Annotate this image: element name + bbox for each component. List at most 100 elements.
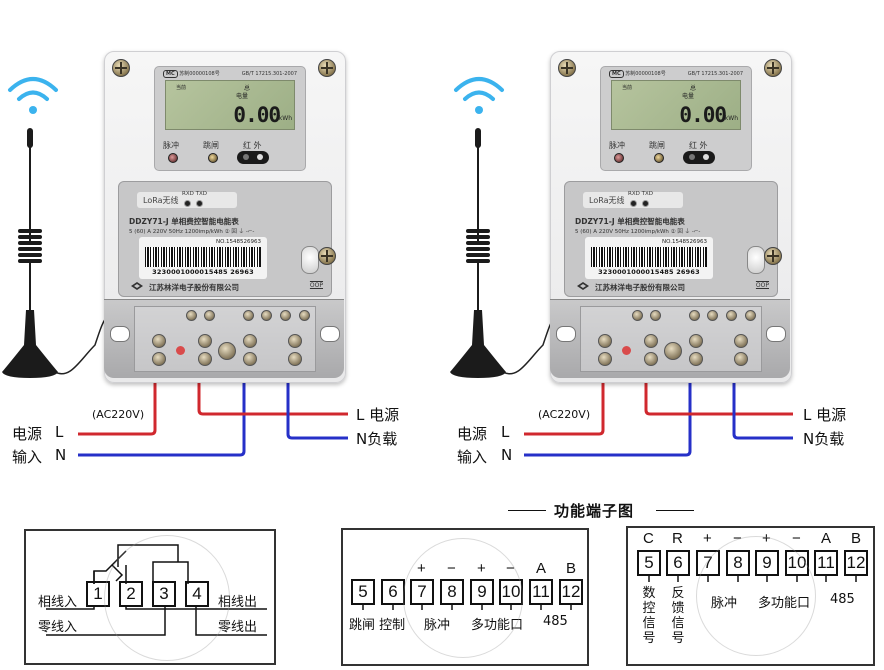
nameplate: LoRa无线 RXD TXD DDZY71-J 单相费控智能电能表 5 (60)… [118, 181, 332, 297]
neutral-in-wire [78, 383, 246, 457]
spec-label: 5 (60) A 220V 50Hz 1200imp/kWh ② 回 ⏚ -⌐- [129, 229, 255, 235]
terminal-block [550, 299, 790, 378]
meter-button[interactable] [747, 246, 765, 274]
rxd-led-icon [184, 200, 191, 207]
antenna-coil [18, 229, 42, 263]
terminal-screw-icon [707, 310, 718, 321]
terminal-screw-icon [632, 310, 643, 321]
mount-hole [556, 326, 576, 342]
terminal-screw-icon [204, 310, 215, 321]
terminal-12: 12 [559, 579, 583, 605]
function-terminal-diagram-a: + − + − A B 5 6 7 8 9 10 11 12 跳闸 控制 脉冲 … [341, 528, 589, 666]
lcd-total-label: 总 [690, 85, 697, 92]
symbol-a: A [821, 530, 832, 547]
rs485-label: 485 [830, 592, 855, 607]
antenna-left [2, 128, 58, 378]
rs485-label: 485 [543, 614, 568, 629]
terminal-screw-icon [280, 310, 291, 321]
antenna-cable-left [54, 315, 109, 375]
lora-module: LoRa无线 RXD TXD [583, 191, 683, 208]
terminal-screw-icon [689, 334, 703, 348]
certification: MC 苏制00000108号 [163, 70, 220, 78]
voltage-note: (AC220V) [92, 408, 145, 421]
terminal-screw-icon [734, 334, 748, 348]
screw-icon [112, 59, 130, 77]
infrared-port-icon [237, 151, 269, 164]
mc-mark: MC [609, 70, 624, 78]
smart-meter-left: MC 苏制00000108号 GB/T 17215.301-2007 当前 总 … [104, 51, 346, 386]
company-logo-icon [577, 282, 589, 290]
terminal-11: 11 [814, 550, 838, 576]
pulse-label: 脉冲 [609, 141, 625, 150]
watermark-stamp [696, 536, 816, 656]
terminal-screw-icon [243, 334, 257, 348]
live-out-wire [644, 383, 793, 416]
phase-in-label: 相线入 [38, 595, 78, 610]
pulse-led-icon [614, 153, 624, 163]
symbol-r: R [672, 530, 683, 547]
barcode-icon [145, 247, 261, 267]
neutral-in-label: 零线入 [38, 620, 78, 635]
screw-icon [558, 59, 576, 77]
live-label: L [55, 423, 64, 441]
main-terminal-diagram: 1 2 3 4 相线入 零线入 相线出 零线出 [24, 529, 276, 665]
symbol-b: B [566, 560, 577, 577]
lora-label: LoRa无线 [143, 196, 179, 205]
barcode-number: 3230001000015485 26963 [598, 268, 700, 276]
mount-hole [766, 326, 786, 342]
center-screw-icon [218, 342, 236, 360]
barcode-card: NO.1548526963 3230001000015485 26963 [139, 237, 267, 279]
meter-button[interactable] [301, 246, 319, 274]
red-dot-icon [176, 346, 185, 355]
rxd-label: RXD [182, 191, 194, 197]
lora-module: LoRa无线 RXD TXD [137, 191, 237, 208]
terminal-screw-icon [288, 334, 302, 348]
live-out-label: L 电源 [803, 406, 847, 424]
mount-hole [110, 326, 130, 342]
screw-icon [764, 247, 782, 265]
certification: MC 苏制00000108号 [609, 70, 666, 78]
symbol-b: B [851, 530, 862, 547]
terminal-5: 5 [351, 579, 375, 605]
wires-right [524, 383, 793, 457]
neutral-label: N [501, 446, 513, 464]
watermark-stamp [104, 535, 230, 661]
company-name: 江苏林洋电子股份有限公司 [149, 283, 239, 292]
symbol-c: C [643, 530, 654, 547]
terminal-screw-icon [152, 352, 166, 366]
section-title: 功能端子图 [554, 502, 635, 520]
rxd-txd-label: RXD TXD [182, 191, 207, 197]
terminal-screw-icon [288, 352, 302, 366]
screw-icon [318, 59, 336, 77]
company-logo-icon [131, 282, 143, 290]
terminal-screw-icon [644, 352, 658, 366]
wifi-icon-right [454, 77, 504, 114]
wifi-icon-left [8, 77, 58, 114]
terminal-screw-icon [261, 310, 272, 321]
serial-number: NO.1548526963 [216, 239, 261, 245]
display-window: MC 苏制00000108号 GB/T 17215.301-2007 当前 总 … [154, 66, 306, 171]
barcode-card: NO.1548526963 3230001000015485 26963 [585, 237, 713, 279]
serial-number: NO.1548526963 [662, 239, 707, 245]
terminal-screw-icon [745, 310, 756, 321]
antenna-right [450, 128, 506, 378]
screw-icon [318, 247, 336, 265]
mc-mark: MC [163, 70, 178, 78]
pulse-led-icon [168, 153, 178, 163]
terminal-11: 11 [529, 579, 553, 605]
infrared-label: 红 外 [689, 141, 708, 150]
input-label: 输入 [12, 448, 43, 466]
function-terminal-diagram-b: C R + − + − A B 5 6 7 8 9 10 11 12 数控信号 … [626, 526, 875, 666]
terminal-screw-icon [186, 310, 197, 321]
lcd-energy-label: 电量 [236, 93, 249, 100]
txd-label: TXD [195, 191, 207, 197]
power-input-label: 电源 [12, 425, 43, 443]
terminal-6: 6 [381, 579, 405, 605]
feedback-signal-label: 反馈信号 [671, 586, 685, 646]
terminal-screw-icon [243, 352, 257, 366]
voltage-note: (AC220V) [538, 408, 591, 421]
terminal-screw-icon [152, 334, 166, 348]
neutral-label: N [55, 446, 67, 464]
cert-number: 苏制00000108号 [179, 71, 220, 77]
